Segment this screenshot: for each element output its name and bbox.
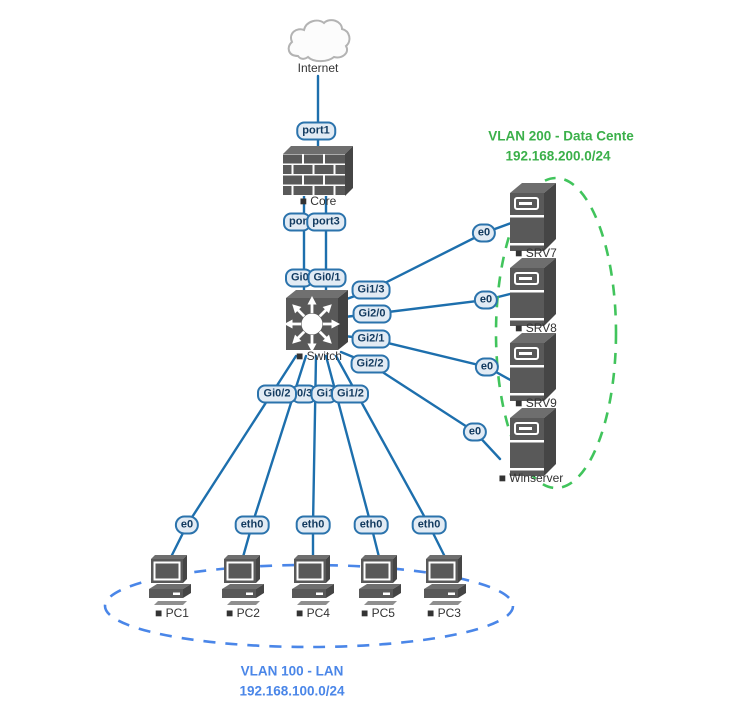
firewall-icon [283,146,353,196]
node-pc1[interactable] [147,555,193,610]
node-srv9[interactable] [510,333,558,406]
switch-label: ■ Switch [296,349,342,363]
node-winserver[interactable] [510,408,558,481]
vlan200-subnet: 192.168.200.0/24 [505,148,611,164]
pill-pc5-eth0: eth0 [353,515,389,535]
node-pc5[interactable] [357,555,403,610]
server-icon [510,258,556,326]
vlan100-title: VLAN 100 - LAN [240,663,344,679]
pc-icon [292,555,334,605]
node-internet[interactable] [284,16,352,69]
pc-icon [149,555,191,605]
pill-gi1-3: Gi1/3 [351,280,391,300]
pc-icon [424,555,466,605]
pc3-label: ■ PC3 [427,606,461,620]
vlan200-title: VLAN 200 - Data Cente [488,128,634,144]
pc5-label: ■ PC5 [361,606,395,620]
srv7-label: ■ SRV7 [515,246,557,260]
node-pc3[interactable] [422,555,468,610]
pill-pc4-eth0: eth0 [295,515,331,535]
vlan100-subnet: 192.168.100.0/24 [239,683,345,699]
node-srv7[interactable] [510,183,558,256]
vlan200-zone-ellipse [494,176,618,490]
internet-label: Internet [297,61,339,75]
node-pc2[interactable] [220,555,266,610]
pill-gi2-0: Gi2/0 [352,304,392,324]
pill-pc1-e0: e0 [174,515,200,535]
switch-icon [284,290,348,352]
pill-gi01: Gi0/1 [307,268,347,288]
pill-srv8-e0: e0 [473,290,499,310]
pc4-label: ■ PC4 [296,606,330,620]
pill-gi2-2: Gi2/2 [350,354,390,374]
server-icon [510,408,556,476]
pill-winserver-e0: e0 [462,422,488,442]
pill-gi0-2: Gi0/2 [257,384,297,404]
cloud-icon [287,19,351,63]
pill-pc2-eth0: eth0 [234,515,270,535]
srv9-label: ■ SRV9 [515,396,557,410]
srv8-label: ■ SRV8 [515,321,557,335]
pc-icon [359,555,401,605]
pc2-label: ■ PC2 [226,606,260,620]
pc-icon [222,555,264,605]
node-switch[interactable] [284,290,348,357]
pill-pc3-eth0: eth0 [411,515,447,535]
node-pc4[interactable] [290,555,336,610]
pill-gi1-2: Gi1/2 [331,384,369,404]
winserver-label: ■ Winserver [498,471,564,485]
node-firewall[interactable] [283,146,353,201]
server-icon [510,333,556,401]
pc1-label: ■ PC1 [155,606,189,620]
server-icon [510,183,556,251]
pill-srv7-e0: e0 [471,223,497,243]
pill-gi2-1: Gi2/1 [351,329,391,349]
pill-port3: port3 [306,212,346,232]
node-srv8[interactable] [510,258,558,331]
pill-srv9-e0: e0 [474,357,500,377]
firewall-label: ■ Core [299,194,337,208]
pill-port1: port1 [296,121,336,141]
